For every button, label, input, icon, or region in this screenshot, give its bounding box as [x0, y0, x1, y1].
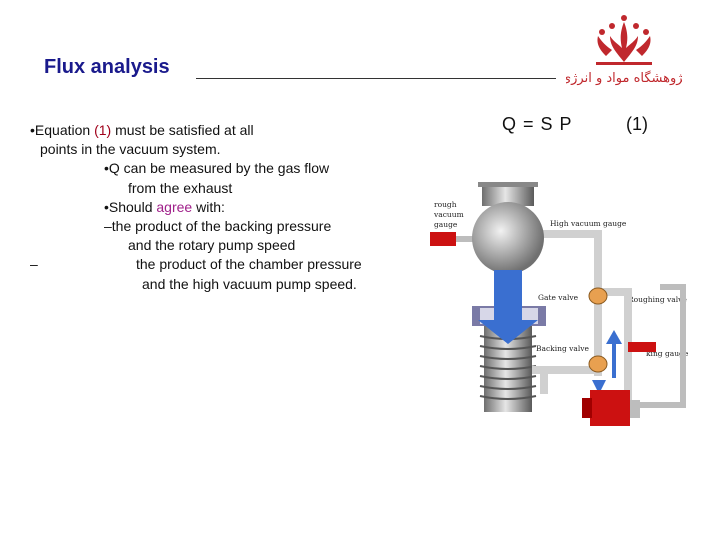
gas-flow-arrow-head [478, 320, 538, 344]
equation-reference: (1) [94, 122, 112, 138]
highlight-agree: agree [156, 199, 193, 215]
text-line-7: and the rotary pump speed [128, 237, 296, 253]
chamber-top [482, 184, 534, 206]
label-rough: rough [434, 200, 457, 209]
exhaust-pipe [638, 402, 686, 408]
foreline-arrow-head [592, 380, 606, 394]
rotary-pump [590, 390, 630, 426]
label-vacuum: vacuum [433, 210, 464, 219]
label-roughing-valve: Roughing valve [628, 295, 687, 304]
backing-valve-icon [588, 355, 608, 373]
backing-gauge-arrow-head [606, 330, 622, 344]
label-gauge: gauge [434, 220, 458, 229]
rough-vacuum-gauge-icon [430, 232, 456, 246]
rotary-pump-motor [582, 398, 592, 418]
rotary-pump-exhaust [630, 400, 640, 418]
text-line-2: points in the vacuum system. [40, 141, 221, 157]
vacuum-chamber [472, 202, 544, 274]
foreline-vertical [594, 286, 602, 376]
label-gate-valve: Gate valve [538, 293, 579, 302]
vacuum-system-diagram: rough vacuum gauge High vacuum gauge Gat… [430, 182, 689, 426]
roughing-line-vertical [594, 230, 602, 292]
label-backing-gauge: king gauge [646, 349, 689, 358]
roughing-valve-icon [588, 287, 608, 305]
gas-flow-arrow-shaft [494, 270, 522, 324]
equation-formula: Q = S P [502, 114, 573, 134]
text-line-9: and the high vacuum pump speed. [142, 276, 357, 292]
bullet-line-5: •Should agree with: [104, 199, 225, 215]
backing-gauge-arrow-shaft [612, 342, 616, 378]
roughing-valve-pipe [660, 284, 686, 290]
title-underline [196, 78, 556, 79]
bullet-line-3: •Q can be measured by the gas flow [104, 160, 330, 176]
slide-title: Flux analysis [44, 56, 170, 78]
chamber-flange [478, 182, 538, 187]
exhaust-riser [680, 290, 686, 408]
text-line-4: from the exhaust [128, 180, 233, 196]
roughing-line-horizontal [602, 288, 632, 296]
equation-number: (1) [626, 114, 648, 134]
high-vacuum-gauge-pipe [520, 230, 602, 238]
backing-gauge-icon [628, 342, 656, 352]
dash-line-8: the product of the chamber pressure [136, 256, 362, 272]
backing-line [532, 366, 602, 374]
logo-text: پژوهشگاه مواد و انرژی [566, 70, 682, 86]
institute-logo: پژوهشگاه مواد و انرژی [566, 15, 682, 86]
dash-marker-8: – [30, 256, 38, 272]
rough-gauge-pipe [456, 236, 476, 242]
pump-coil [479, 335, 537, 400]
label-backing-valve: Backing valve [536, 344, 589, 353]
label-high-vacuum-gauge: High vacuum gauge [550, 219, 627, 228]
backing-line-down [540, 366, 548, 394]
dash-line-6: –the product of the backing pressure [104, 218, 332, 234]
bullet-line-1: •Equation (1) must be satisfied at all [30, 122, 254, 138]
